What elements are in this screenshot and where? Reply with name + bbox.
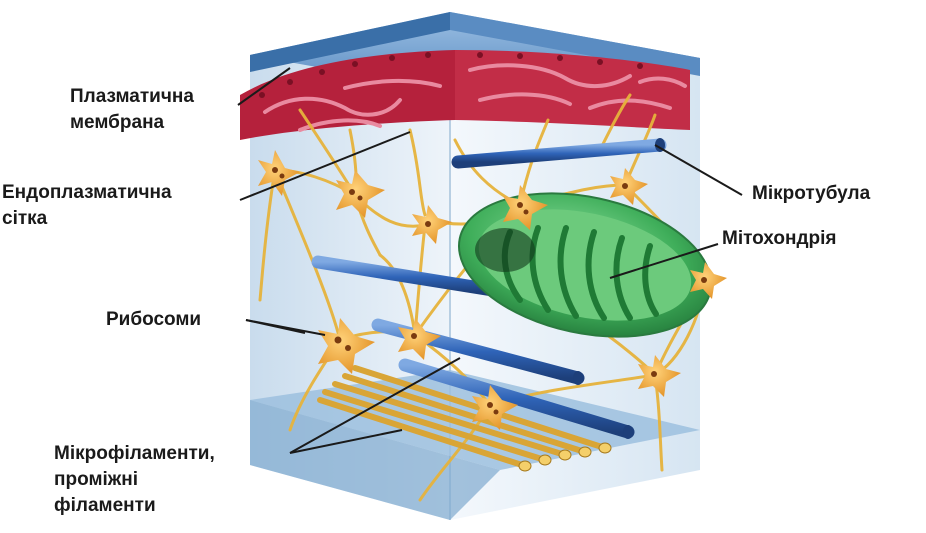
- label-plasma-membrane-line2: мембрана: [70, 110, 194, 136]
- label-mitochondrion-line1: Мітохондрія: [722, 226, 837, 252]
- label-mitochondrion: Мітохондрія: [722, 226, 837, 252]
- label-plasma-membrane-line1: Плазматична: [70, 84, 194, 110]
- label-microtubule: Мікротубула: [752, 181, 870, 207]
- label-microfilaments: Мікрофіламенти, проміжні філаменти: [54, 441, 215, 519]
- label-er-line1: Ендоплазматична: [2, 180, 172, 206]
- label-plasma-membrane: Плазматична мембрана: [70, 84, 194, 136]
- label-microfilaments-line3: філаменти: [54, 493, 215, 519]
- label-er-line2: сітка: [2, 206, 172, 232]
- label-microtubule-line1: Мікротубула: [752, 181, 870, 207]
- label-ribosomes: Рибосоми: [106, 307, 201, 333]
- label-ribosomes-line1: Рибосоми: [106, 307, 201, 333]
- label-microfilaments-line2: проміжні: [54, 467, 215, 493]
- label-microfilaments-line1: Мікрофіламенти,: [54, 441, 215, 467]
- label-endoplasmic-reticulum: Ендоплазматична сітка: [2, 180, 172, 232]
